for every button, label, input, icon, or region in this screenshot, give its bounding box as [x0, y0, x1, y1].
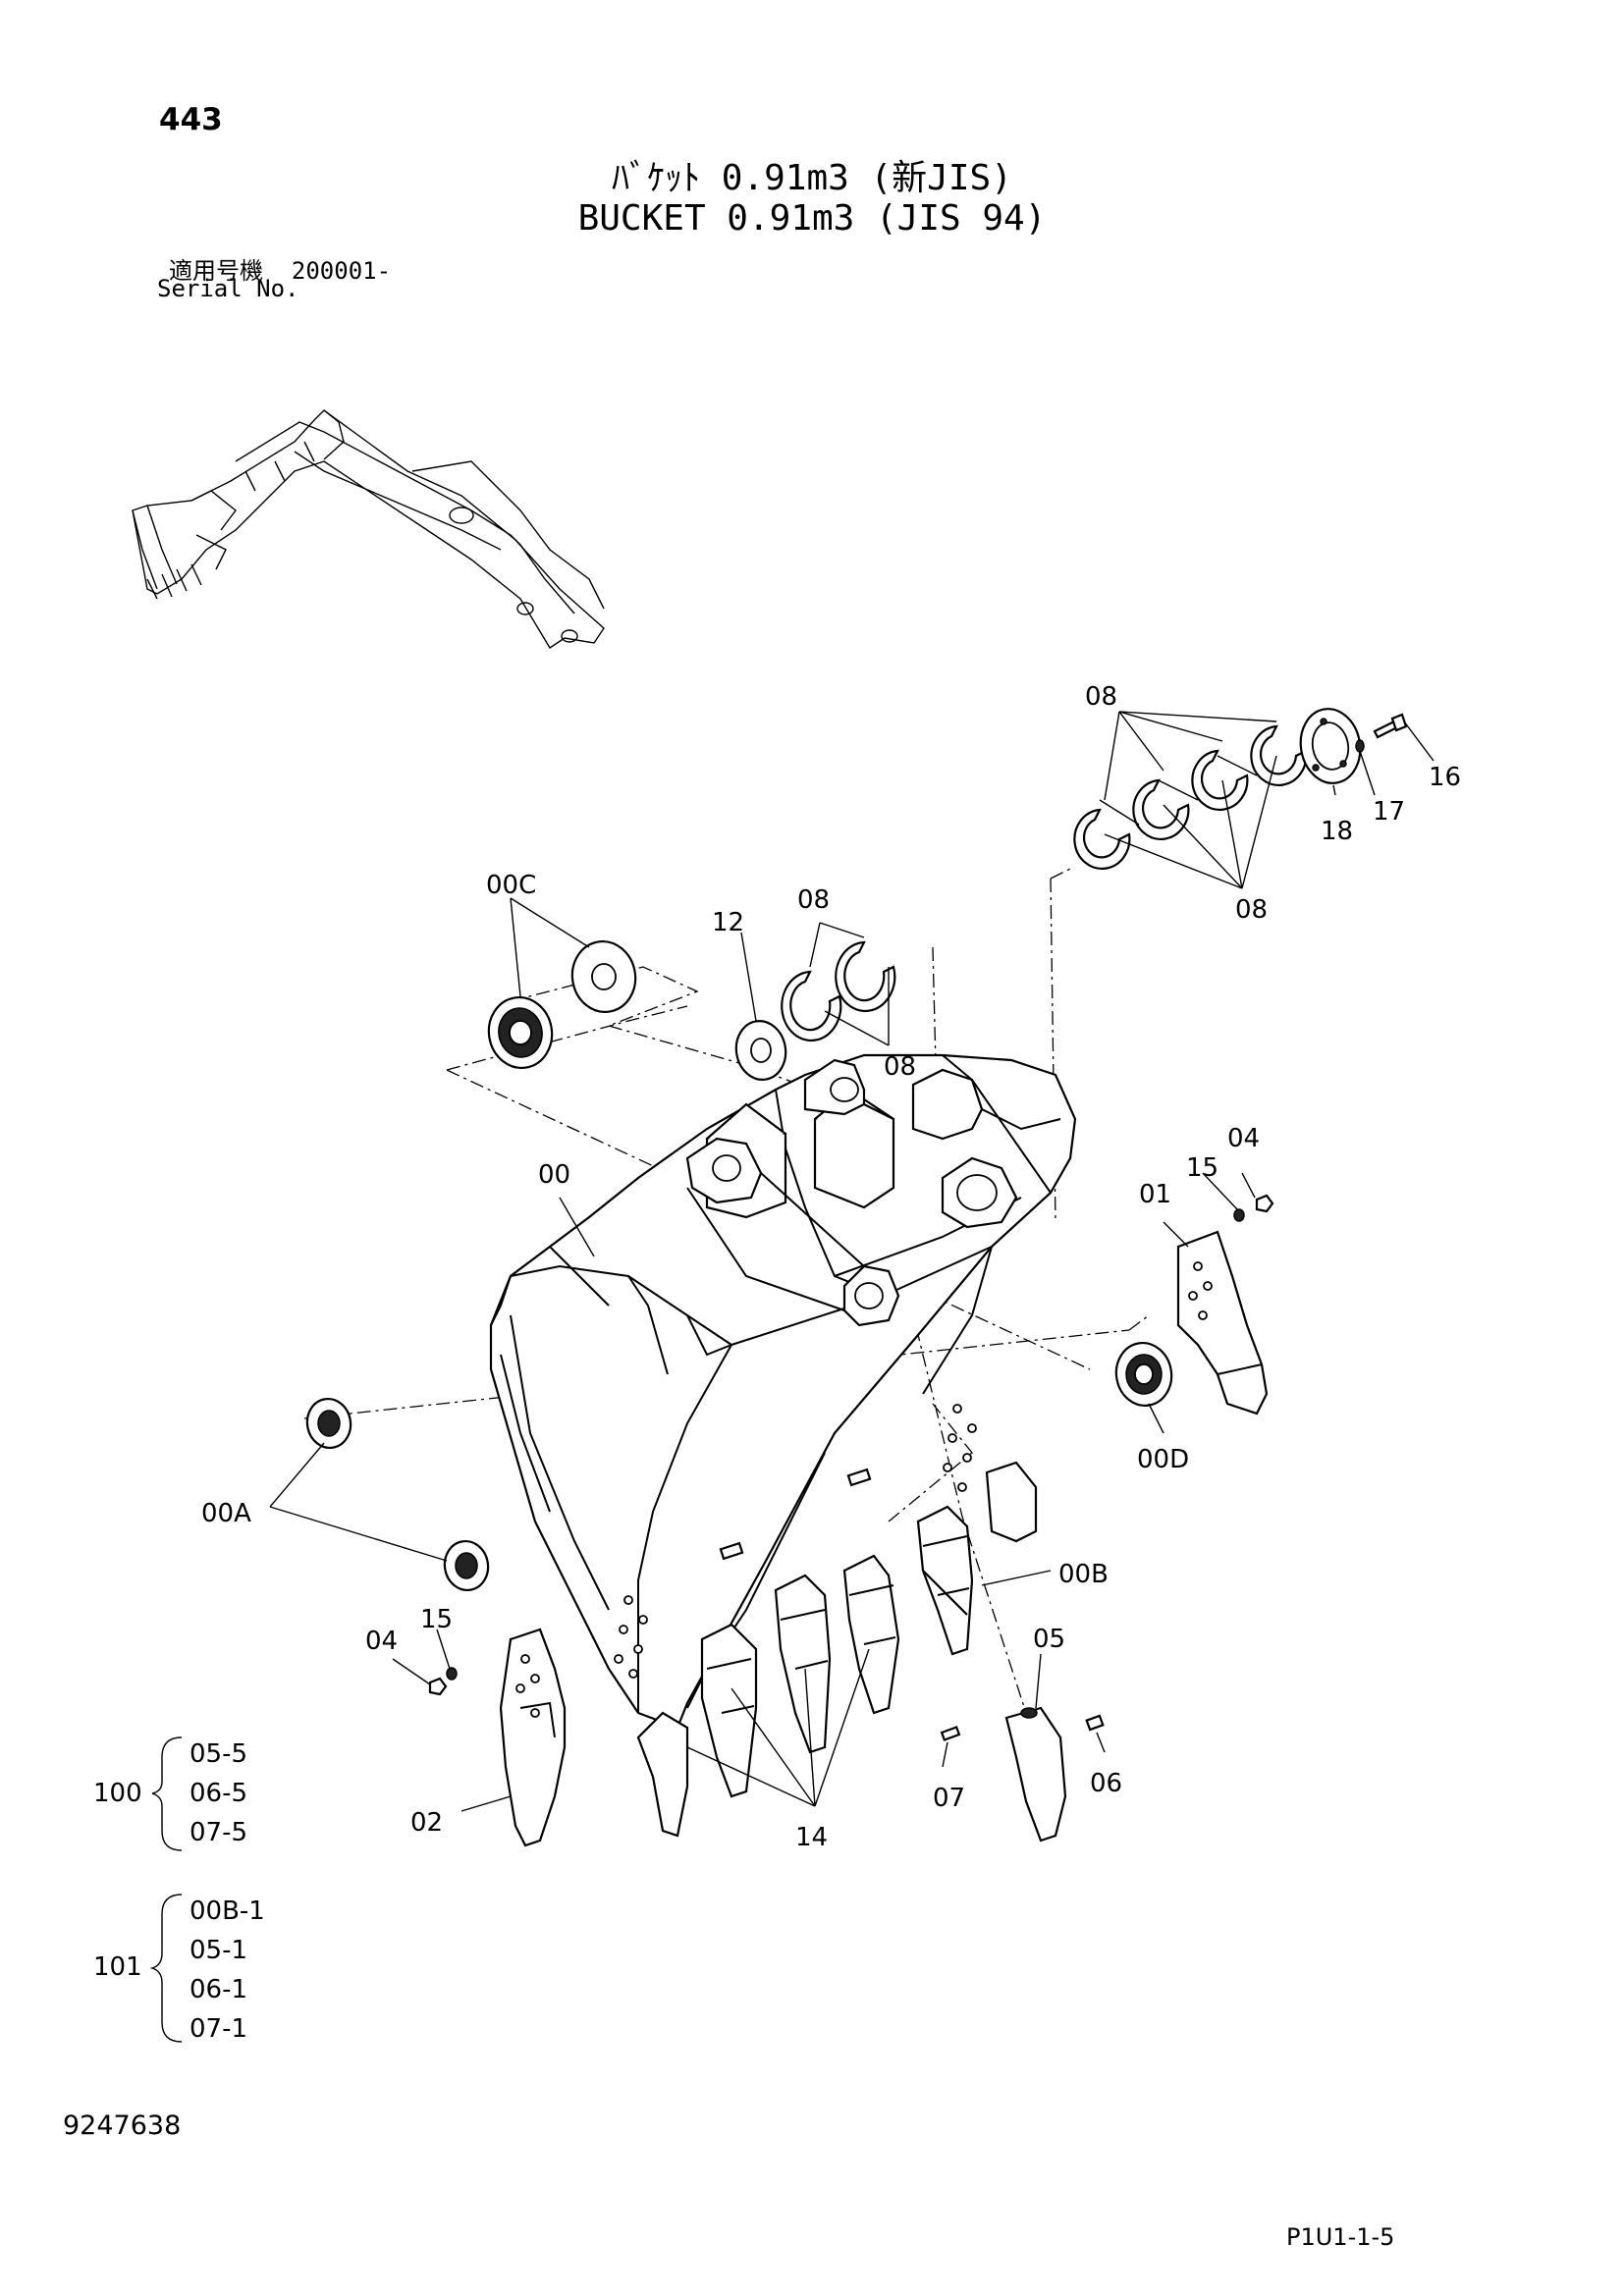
title-english: BUCKET 0.91m3 (JIS 94): [577, 198, 1047, 239]
callout-labels: 08 16 17 18 08 00C 12 08 08 00 04 15 01 …: [201, 682, 1461, 1852]
side-bolt-holes: [614, 1404, 977, 1679]
washer-12: [734, 1020, 787, 1081]
callout-15-left: 15: [420, 1605, 453, 1634]
serial-label-english: Serial No.: [157, 275, 299, 302]
kit-100-item: 05-5: [189, 1739, 247, 1769]
washer-00D: [1114, 1342, 1173, 1407]
document-number: 9247638: [63, 2110, 182, 2141]
callout-15-right: 15: [1186, 1153, 1218, 1183]
page-code: P1U1-1-5: [1286, 2223, 1395, 2251]
serial-label-japanese: 適用号機: [169, 257, 263, 285]
side-cutter-02: [499, 1628, 567, 1847]
shims-08-mid: [781, 940, 896, 1041]
callout-07: 07: [933, 1784, 965, 1813]
callout-05: 05: [1033, 1625, 1065, 1654]
callout-17: 17: [1373, 797, 1405, 827]
callout-04-right: 04: [1227, 1124, 1260, 1153]
callout-12: 12: [712, 908, 744, 937]
tooth-05-set: [940, 1706, 1105, 1842]
leader-lines: [269, 711, 1435, 1812]
kit-101-item: 06-1: [189, 1975, 247, 2004]
callout-06: 06: [1090, 1769, 1122, 1798]
kit-100: 100 05-5 06-5 07-5: [93, 1736, 247, 1851]
callout-00C: 00C: [486, 871, 536, 900]
washers-00C: [487, 940, 637, 1069]
callout-08-mid-low: 08: [884, 1052, 916, 1082]
title-japanese: ﾊﾞｹｯﾄ 0.91m3 (新JIS): [612, 158, 1012, 198]
callout-18: 18: [1321, 817, 1353, 846]
kit-101-id: 101: [93, 1952, 142, 1982]
callout-02: 02: [410, 1808, 443, 1838]
shims-08-top: [1073, 724, 1308, 870]
callout-04-left: 04: [365, 1627, 398, 1656]
kit-101-item: 05-1: [189, 1936, 247, 1965]
nuts-04-15: [428, 1194, 1274, 1696]
callout-00A: 00A: [201, 1499, 251, 1528]
side-cutter-01: [1176, 1230, 1269, 1415]
callout-08-mid: 08: [797, 885, 830, 915]
callout-01: 01: [1139, 1180, 1171, 1209]
kit-100-item: 07-5: [189, 1818, 247, 1847]
serial-line-japanese: 適用号機 200001-: [169, 251, 391, 286]
machine-thumbnail: [132, 409, 605, 649]
callout-00B: 00B: [1058, 1560, 1109, 1589]
plate-18: [1299, 708, 1362, 784]
callout-14: 14: [795, 1823, 828, 1852]
callout-08-top: 08: [1085, 682, 1117, 712]
callout-00D: 00D: [1137, 1445, 1189, 1474]
serial-value: 200001-: [291, 257, 392, 285]
kit-101: 101 00B-1 05-1 06-1 07-1: [93, 1894, 265, 2044]
callout-00: 00: [538, 1160, 570, 1190]
callout-08-right: 08: [1235, 895, 1268, 925]
washers-00A: [305, 1397, 490, 1592]
page-number: 443: [159, 102, 223, 137]
kit-101-item: 07-1: [189, 2014, 247, 2044]
kit-100-item: 06-5: [189, 1779, 247, 1808]
kit-100-id: 100: [93, 1779, 142, 1808]
callout-16: 16: [1429, 763, 1461, 792]
bolt-16-washer-17: [1355, 713, 1408, 753]
bucket-teeth: [636, 1461, 1038, 1838]
kit-101-item: 00B-1: [189, 1896, 265, 1926]
bucket-brackets: [685, 1058, 1061, 1327]
